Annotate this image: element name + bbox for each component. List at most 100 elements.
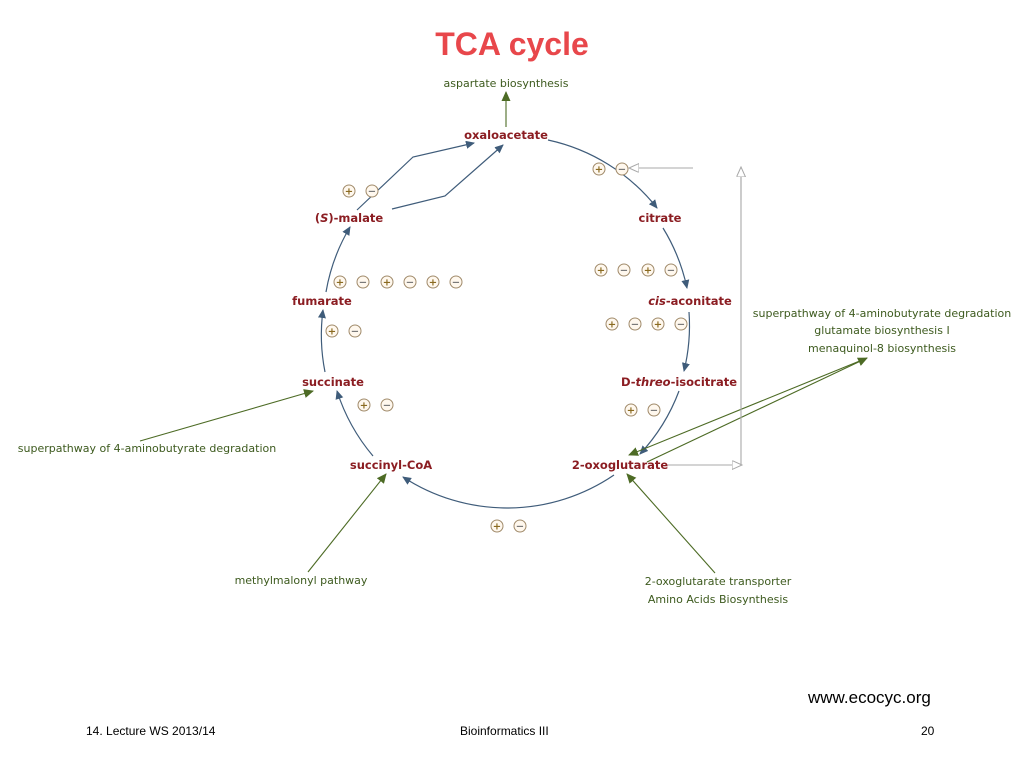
svg-text:+: + xyxy=(595,165,603,176)
metabolite-2-oxoglutarate: 2-oxoglutarate xyxy=(572,458,669,472)
regulation-minus-icon: − xyxy=(380,398,394,412)
arc-oxoglutarate-succinylcoa xyxy=(402,474,615,509)
malate-italic: S xyxy=(320,211,328,225)
label-right-pathway-1: superpathway of 4-aminobutyrate degradat… xyxy=(753,307,1011,320)
regulation-minus-icon: − xyxy=(674,317,688,331)
label-left-pathway: superpathway of 4-aminobutyrate degradat… xyxy=(18,442,276,455)
arrow-from-methylmalonyl xyxy=(307,473,387,573)
svg-text:+: + xyxy=(328,327,336,338)
metabolite-fumarate: fumarate xyxy=(292,294,352,308)
svg-text:+: + xyxy=(360,401,368,412)
regulation-minus-icon: − xyxy=(513,519,527,533)
regulation-plus-icon: + xyxy=(594,263,608,277)
svg-text:−: − xyxy=(618,165,626,176)
arc-succinate-fumarate xyxy=(317,309,326,373)
side-pathway-labels: aspartate biosynthesis superpathway of 4… xyxy=(18,77,1011,606)
metabolite-cis-aconitate: cis-aconitate xyxy=(648,294,732,308)
regulation-minus-icon: − xyxy=(664,263,678,277)
arc-fumarate-malate xyxy=(325,226,351,293)
arc-citrate-aconitate xyxy=(662,227,690,289)
arc-isocitrate-oxoglutarate xyxy=(639,390,680,455)
svg-text:−: − xyxy=(650,406,658,417)
regulation-minus-icon: − xyxy=(628,317,642,331)
label-bottom-right-2: Amino Acids Biosynthesis xyxy=(648,593,789,606)
arc-oxaloacetate-citrate xyxy=(547,139,658,209)
isocitrate-prefix: D- xyxy=(621,375,636,389)
svg-text:−: − xyxy=(383,401,391,412)
metabolite-succinate: succinate xyxy=(302,375,364,389)
label-bottom-right-1: 2-oxoglutarate transporter xyxy=(645,575,792,588)
arc-malate-oxaloacetate xyxy=(356,140,475,211)
svg-text:−: − xyxy=(452,278,460,289)
regulation-plus-icon: + xyxy=(325,324,339,338)
regulation-minus-icon: − xyxy=(647,403,661,417)
svg-text:+: + xyxy=(493,522,501,533)
svg-text:+: + xyxy=(429,278,437,289)
svg-text:+: + xyxy=(627,406,635,417)
regulation-plus-icon: + xyxy=(380,275,394,289)
metabolite-oxaloacetate: oxaloacetate xyxy=(464,128,548,142)
regulation-plus-icon: + xyxy=(426,275,440,289)
svg-text:−: − xyxy=(368,187,376,198)
metabolites: oxaloacetate citrate cis-aconitate D-thr… xyxy=(292,128,737,472)
side-links xyxy=(139,91,868,574)
svg-text:+: + xyxy=(383,278,391,289)
regulation-minus-icon: − xyxy=(449,275,463,289)
isocitrate-rest: -isocitrate xyxy=(671,375,738,389)
regulation-minus-icon: − xyxy=(356,275,370,289)
svg-text:−: − xyxy=(351,327,359,338)
regulation-minus-icon: − xyxy=(348,324,362,338)
arrow-from-bottom-right xyxy=(626,473,716,574)
metabolite-isocitrate: D-threo-isocitrate xyxy=(621,375,737,389)
arc-succinylcoa-succinate xyxy=(335,390,374,457)
footer-lecture: 14. Lecture WS 2013/14 xyxy=(86,724,216,738)
regulation-plus-icon: + xyxy=(641,263,655,277)
regulation-plus-icon: + xyxy=(357,398,371,412)
cis-aconitate-rest: -aconitate xyxy=(666,294,732,308)
regulation-minus-icon: − xyxy=(403,275,417,289)
regulation-plus-icon: + xyxy=(342,184,356,198)
arrow-to-right-pathways xyxy=(646,357,868,463)
label-right-pathway-2: glutamate biosynthesis I xyxy=(814,324,949,337)
regulation-plus-icon: + xyxy=(624,403,638,417)
arrow-from-left-pathway xyxy=(139,389,314,442)
svg-text:+: + xyxy=(345,187,353,198)
svg-text:−: − xyxy=(667,266,675,277)
regulation-plus-icon: + xyxy=(605,317,619,331)
label-aspartate-biosynthesis: aspartate biosynthesis xyxy=(444,77,569,90)
svg-text:+: + xyxy=(597,266,605,277)
svg-text:+: + xyxy=(336,278,344,289)
metabolite-s-malate: (S)-malate xyxy=(315,211,384,225)
regulation-minus-icon: − xyxy=(617,263,631,277)
malate-rest: )-malate xyxy=(328,211,383,225)
slide-title: TCA cycle xyxy=(435,26,589,62)
gray-links xyxy=(630,168,741,465)
svg-text:−: − xyxy=(406,278,414,289)
svg-text:−: − xyxy=(631,320,639,331)
malate-open: ( xyxy=(315,211,320,225)
svg-text:+: + xyxy=(608,320,616,331)
regulation-plus-icon: + xyxy=(651,317,665,331)
regulation-markers: + − + − + − + − + − + − + − + − + − + − + − + − + − xyxy=(325,162,688,533)
regulation-minus-icon: − xyxy=(365,184,379,198)
arrow-malate-oxaloacetate-alt xyxy=(391,144,504,210)
footer-course: Bioinformatics III xyxy=(460,724,549,738)
arc-aconitate-isocitrate xyxy=(682,311,691,372)
svg-text:+: + xyxy=(644,266,652,277)
regulation-plus-icon: + xyxy=(333,275,347,289)
isocitrate-italic: threo xyxy=(636,375,671,389)
label-methylmalonyl-pathway: methylmalonyl pathway xyxy=(235,574,368,587)
regulation-plus-icon: + xyxy=(592,162,606,176)
metabolite-succinyl-coa: succinyl-CoA xyxy=(350,458,432,472)
svg-text:−: − xyxy=(359,278,367,289)
footer-page-number: 20 xyxy=(921,724,935,738)
label-right-pathway-3: menaquinol-8 biosynthesis xyxy=(808,342,956,355)
svg-text:−: − xyxy=(620,266,628,277)
cis-aconitate-italic: cis xyxy=(648,294,666,308)
svg-text:−: − xyxy=(677,320,685,331)
svg-text:+: + xyxy=(654,320,662,331)
regulation-minus-icon: − xyxy=(615,162,629,176)
arrow-from-right-pathways xyxy=(628,357,868,456)
regulation-plus-icon: + xyxy=(490,519,504,533)
